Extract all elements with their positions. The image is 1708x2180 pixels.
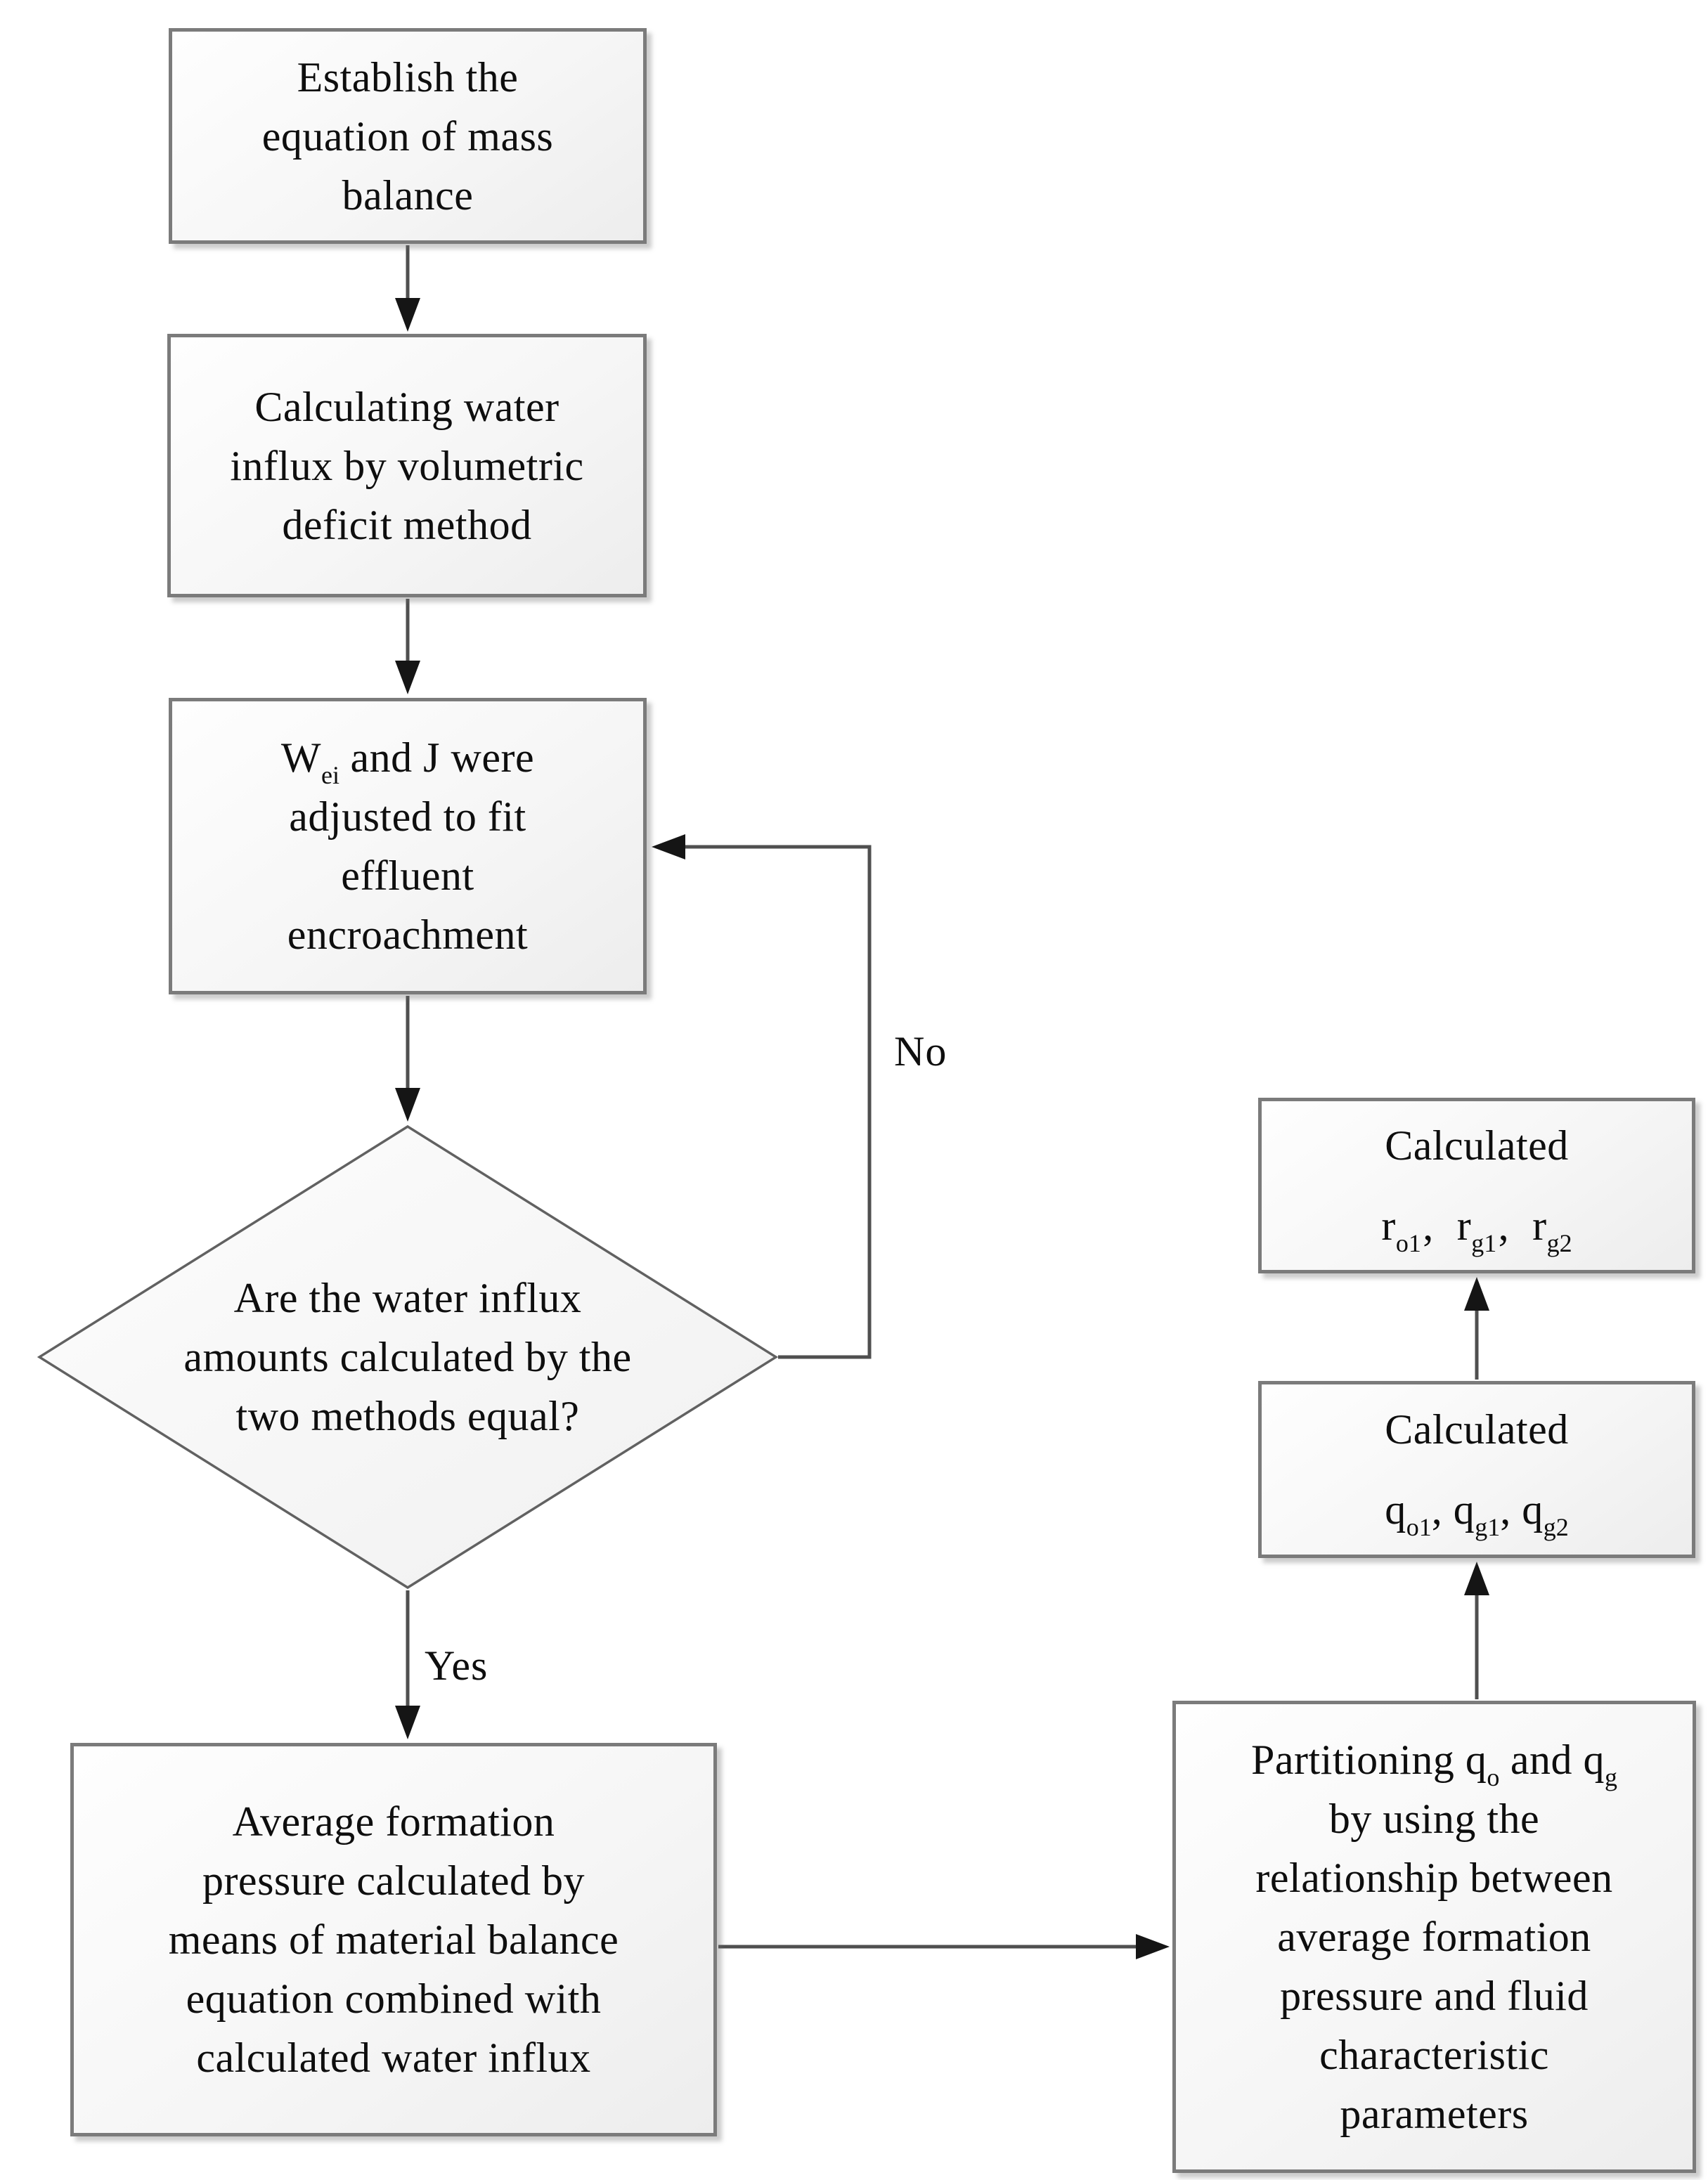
text-line: balance [342,171,474,219]
node-calculated-r-ratios: Calculated ro1,rg1,rg2 [1258,1098,1695,1273]
arrowhead-no-loop-into-adjust [652,834,685,859]
node-text: Calculating water influx by volumetric def… [171,377,643,554]
text-line: adjusted to fit [289,793,526,840]
arrowhead-into-avg-pressure [395,1706,420,1739]
node-text: Calculated ro1,rg1,rg2 [1262,1116,1692,1257]
text-line: Calculated [1385,1122,1569,1169]
subscript: g [1604,1763,1617,1791]
node-calculated-q-rates: Calculated qo1, qg1, qg2 [1258,1381,1695,1558]
text-line: effluent [341,852,474,899]
text-line: equation of mass [261,112,554,160]
arrowhead-into-calc-r [1464,1277,1489,1311]
node-volumetric-deficit-method: Calculating water influx by volumetric def… [167,334,647,597]
subscript: o1 [1395,1228,1421,1257]
text-line: pressure calculated by [202,1857,585,1904]
text-line: Partitioning qo and qg [1251,1737,1617,1791]
text-line: deficit method [282,501,532,548]
edge-label-yes: Yes [425,1642,489,1689]
arrowhead-into-volumetric [395,298,420,332]
subscript: g1 [1471,1228,1497,1257]
subscript: o [1487,1763,1500,1791]
node-text: Partitioning qo and qg by using the relati… [1176,1730,1693,2143]
node-text: Average formation pressure calculated by m… [74,1792,713,2087]
edge-label-no: No [894,1028,947,1075]
node-text: Calculated qo1, qg1, qg2 [1262,1400,1692,1541]
text-line: Average formation [232,1798,555,1845]
subscript: ei [321,760,340,789]
subscript: g1 [1475,1512,1501,1541]
subscript: o1 [1406,1512,1432,1541]
arrowhead-into-decision [395,1088,420,1122]
text-line: Establish the [297,53,519,100]
node-partitioning-qo-qg: Partitioning qo and qg by using the relati… [1172,1701,1696,2173]
text-line: relationship between [1255,1855,1613,1901]
text-line: characteristic [1319,2032,1549,2078]
subscript: g2 [1546,1228,1572,1257]
text-line: Are the water influx [233,1275,582,1321]
text-line: ro1,rg1,rg2 [1381,1202,1572,1257]
text-line: parameters [1340,2091,1529,2137]
text-line: average formation [1277,1914,1591,1960]
text-line: Calculated [1385,1406,1569,1453]
text-line: amounts calculated by the [183,1334,632,1380]
text-line: equation combined with [186,1975,602,2022]
arrowhead-into-calc-q [1464,1562,1489,1595]
text-line: qo1, qg1, qg2 [1385,1486,1569,1541]
diamond-outline [37,1124,778,1590]
diamond-shape [37,1124,778,1590]
ideographic-comma: , [1423,1202,1434,1249]
text-line: influx by volumetric [230,442,584,489]
arrowhead-into-partitioning [1136,1934,1170,1959]
subscript: g2 [1543,1512,1569,1541]
ideographic-comma: , [1498,1202,1510,1249]
text-line: Wei and J were [280,734,535,789]
text-line: by using the [1328,1796,1540,1842]
edge-decision-no-loop [685,845,872,1359]
text-line: means of material balance [168,1916,619,1963]
text-line: Calculating water [254,383,559,430]
text-line: two methods equal? [235,1393,580,1439]
text-line: encroachment [287,911,529,958]
node-text: Establish the equation of mass balance [172,48,643,225]
node-establish-mass-balance: Establish the equation of mass balance [169,28,647,244]
text-line: calculated water influx [196,2035,591,2081]
arrowhead-into-adjust [395,661,420,694]
node-decision-water-influx-equal: Are the water influx amounts calculated b… [37,1124,778,1590]
node-average-formation-pressure: Average formation pressure calculated by m… [70,1743,717,2136]
text-line: pressure and fluid [1280,1973,1589,2019]
node-text: Are the water influx amounts calculated b… [37,1269,778,1446]
